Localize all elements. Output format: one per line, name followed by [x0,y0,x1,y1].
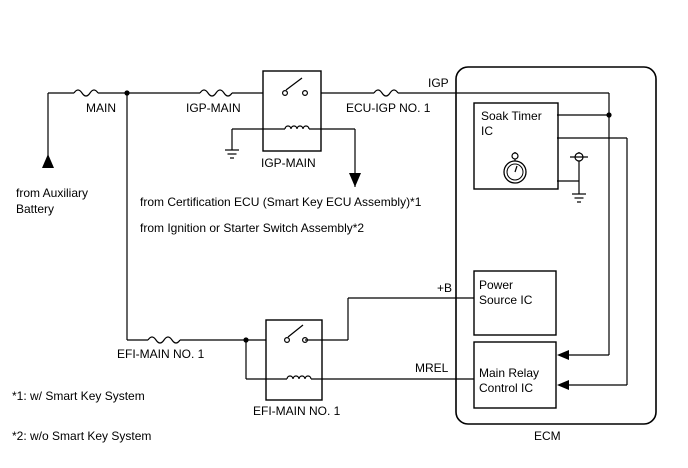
label-main-fuse: MAIN [86,101,116,115]
main-relay-control-ic-box [473,341,557,409]
aux-battery-arrow [42,93,54,168]
soak-timer-ground-icon [557,152,588,203]
power-source-ic-box [473,270,557,336]
footnote-2: *2: w/o Smart Key System [12,429,151,443]
label-plus-b: +B [437,281,452,295]
clock-icon [503,152,527,184]
igp-right-line [557,93,610,360]
footnote-1: *1: w/ Smart Key System [12,389,145,403]
label-soak-timer-1: Soak Timer [481,109,542,123]
label-cert-ecu: from Certification ECU (Smart Key ECU As… [140,195,422,209]
label-efi-main-relay: EFI-MAIN NO. 1 [253,404,341,418]
efi-main-relay [246,319,474,401]
igp-main-relay [232,70,355,152]
label-igp-main-fuse: IGP-MAIN [186,101,241,115]
top-main-line [48,89,609,97]
label-power-source-1: Power [479,278,513,292]
label-ecu-igp-no1: ECU-IGP NO. 1 [346,101,431,115]
label-ecm: ECM [534,429,561,443]
label-aux-battery-2: Battery [16,202,54,216]
label-ign-switch: from Ignition or Starter Switch Assembly… [140,221,364,235]
label-aux-battery-1: from Auxiliary [16,186,88,200]
igp-main-ground-icon [225,129,239,159]
plus-b-line [305,297,474,341]
label-mrel: MREL [415,361,449,375]
label-soak-timer-2: IC [481,124,493,138]
soak-timer-feedback-line [557,137,628,390]
label-efi-main-fuse: EFI-MAIN NO. 1 [117,347,205,361]
label-main-relay-2: Control IC [479,381,533,395]
label-main-relay-1: Main Relay [479,366,539,380]
label-power-source-2: Source IC [479,293,533,307]
label-igp: IGP [428,76,449,90]
cert-ecu-arrow [349,129,361,187]
label-igp-main-relay: IGP-MAIN [261,156,316,170]
